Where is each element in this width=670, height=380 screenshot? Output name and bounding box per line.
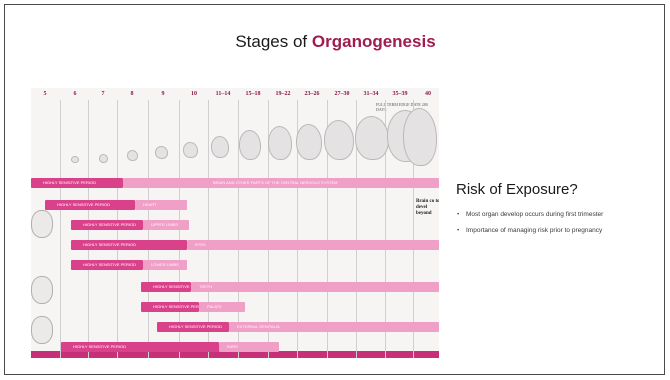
organ-label: TEETH: [199, 282, 212, 292]
embryo-illustration: [239, 130, 261, 160]
week-column-line: [208, 100, 209, 358]
sensitive-period-label: HIGHLY SENSITIVE PERIOD: [73, 342, 126, 352]
week-label: 9: [151, 91, 175, 97]
week-label: 19–22: [271, 91, 295, 97]
sensitive-period-label: HIGHLY SENSITIVE PERIOD: [169, 322, 222, 332]
bullet-list: Most organ develop occurs during first t…: [456, 210, 656, 242]
highly-sensitive-period-bar: HIGHLY SENSITIVE PERIOD: [71, 220, 143, 230]
week-label: 35–39: [388, 91, 412, 97]
week-label: 23–26: [300, 91, 324, 97]
organ-label: HEART: [143, 200, 156, 210]
organ-illustration: [31, 276, 53, 304]
embryo-illustration: [99, 154, 108, 163]
embryo-illustration: [296, 124, 322, 160]
panel-heading: Risk of Exposure?: [456, 181, 578, 198]
organ-label: LOWER LIMBS: [151, 260, 179, 270]
sensitive-period-label: HIGHLY SENSITIVE PERIOD: [83, 240, 136, 250]
week-label: 27–30: [330, 91, 354, 97]
week-label: 15–18: [241, 91, 265, 97]
sensitive-period-label: HIGHLY SENSITIVE PERIOD: [83, 220, 136, 230]
organ-development-bar: UPPER LIMBS: [143, 220, 189, 230]
week-label: 11–14: [211, 91, 235, 97]
organ-label: BRAIN AND OTHER PARTS OF THE CENTRAL NER…: [213, 178, 337, 188]
embryo-illustration: [324, 120, 354, 160]
bottom-band: [31, 351, 439, 358]
organ-development-bar: LOWER LIMBS: [143, 260, 187, 270]
slide-title: Stages of Organogenesis: [5, 32, 665, 52]
highly-sensitive-period-bar: HIGHLY SENSITIVE PERIOD: [45, 200, 135, 210]
embryo-illustration: [268, 126, 292, 160]
organ-illustration: [31, 316, 53, 344]
highly-sensitive-period-bar: HIGHLY SENSITIVE PERIOD: [141, 302, 199, 312]
highly-sensitive-period-bar: HIGHLY SENSITIVE PERIOD: [157, 322, 229, 332]
embryo-illustration: [183, 142, 198, 158]
highly-sensitive-period-bar: HIGHLY SENSITIVE PERIOD: [71, 260, 143, 270]
organ-development-bar: TEETH: [191, 282, 439, 292]
embryo-illustration: [71, 156, 79, 163]
organ-label: UPPER LIMBS: [151, 220, 178, 230]
highly-sensitive-period-bar: HIGHLY SENSITIVE PERIOD: [31, 178, 123, 188]
week-label: 10: [182, 91, 206, 97]
week-label: 31–34: [359, 91, 383, 97]
highly-sensitive-period-bar: HIGHLY SENSITIVE PERIOD: [141, 282, 191, 292]
sensitive-period-label: HIGHLY SENSITIVE PERIOD: [57, 200, 110, 210]
week-label: 40: [416, 91, 439, 97]
organ-label: PALATE: [207, 302, 222, 312]
organ-label: EXTERNAL GENITALIA: [237, 322, 280, 332]
week-label: 5: [33, 91, 57, 97]
sensitive-period-label: HIGHLY SENSITIVE PERIOD: [153, 282, 191, 292]
bullet-item: Most organ develop occurs during first t…: [456, 210, 656, 220]
organ-development-bar: BRAIN AND OTHER PARTS OF THE CENTRAL NER…: [123, 178, 439, 188]
embryo-illustration: [211, 136, 229, 158]
embryo-illustration: [355, 116, 389, 160]
sensitive-period-label: HIGHLY SENSITIVE PERIOD: [153, 302, 199, 312]
embryo-illustration: [403, 108, 437, 166]
organ-development-bar: HEART: [135, 200, 187, 210]
organ-development-bar: EXTERNAL GENITALIA: [229, 322, 439, 332]
organ-development-bar: EYES: [187, 240, 439, 250]
organ-development-bar: EARS: [219, 342, 279, 352]
sensitive-period-label: HIGHLY SENSITIVE PERIOD: [83, 260, 136, 270]
organ-label: EARS: [227, 342, 238, 352]
slide-title-accent: Organogenesis: [312, 32, 436, 51]
organ-label: EYES: [195, 240, 206, 250]
bullet-item: Importance of managing risk prior to pre…: [456, 226, 656, 236]
highly-sensitive-period-bar: HIGHLY SENSITIVE PERIOD: [71, 240, 187, 250]
week-label: 8: [120, 91, 144, 97]
organ-development-bar: PALATE: [199, 302, 245, 312]
sensitive-period-label: HIGHLY SENSITIVE PERIOD: [43, 178, 96, 188]
embryo-illustration: [155, 146, 168, 159]
highly-sensitive-period-bar: HIGHLY SENSITIVE PERIOD: [61, 342, 219, 352]
brain-note: Brain co to devel beyond: [416, 199, 439, 217]
week-label: 6: [63, 91, 87, 97]
organ-illustration: [31, 210, 53, 238]
embryo-illustration: [127, 150, 138, 161]
slide-title-prefix: Stages of: [235, 32, 312, 51]
week-label: 7: [91, 91, 115, 97]
week-column-line: [60, 100, 61, 358]
